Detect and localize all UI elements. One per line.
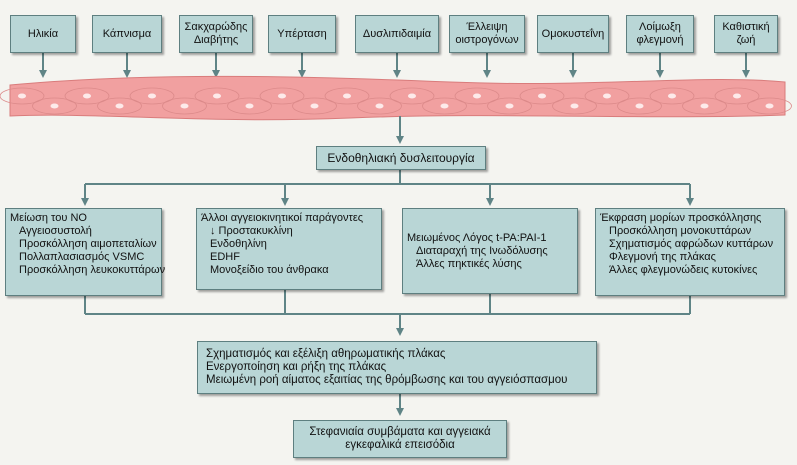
- pathway-line: Πολλαπλασιασμός VSMC: [19, 251, 145, 263]
- cell-outline: [64, 87, 110, 105]
- cell-nucleus: [603, 93, 611, 99]
- risk-factor-diabetes: Σακχαρώδης Διαβήτης: [179, 15, 253, 53]
- cell-outline: [487, 97, 532, 115]
- risk-factor-estrogen-deficiency: Έλλειψη οιστρογόνων: [449, 15, 525, 53]
- cell-nucleus: [473, 93, 481, 99]
- cell-nucleus: [83, 93, 91, 99]
- pathway-line: Προσκόλληση αιμοπεταλίων: [19, 238, 157, 250]
- pathway-line: Προσκόλληση λευκοκυττάρων: [19, 264, 166, 276]
- flow-lines: [81, 116, 694, 416]
- cell-outline: [584, 87, 630, 105]
- pathway-line: Άλλοι αγγειοκινητικοί παράγοντες: [201, 212, 364, 224]
- endothelial-cells: [0, 87, 792, 115]
- cell-nucleus: [733, 93, 741, 99]
- pathway-line: Φλεγμονή της πλάκας: [609, 251, 716, 263]
- risk-factor-dyslipidemia: Δυσλιπιδαιμία: [355, 15, 439, 53]
- cell-nucleus: [570, 103, 579, 109]
- pathway-line: Αγγειοσυστολή: [19, 225, 92, 237]
- cell-outline: [389, 87, 435, 105]
- pathway-line: Διαταραχή της Ινωδόλυσης: [416, 244, 548, 257]
- cell-nucleus: [538, 93, 546, 99]
- cell-outline: [259, 87, 305, 105]
- cell-outline: [422, 97, 467, 115]
- pathway-box-fibrinolysis: Μειωμένος Λόγος t-PA:PAI-1 Διαταραχή της…: [402, 208, 578, 294]
- pathway-line: EDHF: [210, 251, 240, 263]
- pathway-line: Σχηματισμός αφρώδων κυττάρων: [609, 238, 774, 250]
- cell-outline: [714, 87, 760, 105]
- cell-nucleus: [245, 103, 254, 109]
- cell-nucleus: [700, 103, 709, 109]
- risk-factor-age: Ηλικία: [10, 15, 76, 53]
- pathway-line: ↓ Προστακυκλίνη: [210, 225, 293, 237]
- risk-factor-sedentary-lifestyle: Καθιστική ζωή: [714, 15, 778, 53]
- risk-factor-smoking: Κάπνισμα: [92, 15, 162, 53]
- plaque-line: Μειωμένη ροή αίματος εξαιτίας της θρόμβω…: [206, 374, 568, 386]
- cell-outline: [649, 87, 695, 105]
- cell-outline: [0, 87, 45, 105]
- cell-outline: [519, 87, 565, 105]
- cell-outline: [129, 87, 175, 105]
- cell-nucleus: [310, 103, 319, 109]
- cell-outline: [292, 97, 337, 115]
- cell-nucleus: [635, 103, 644, 109]
- clinical-outcome-box: Στεφανιαία συμβάματα και αγγειακά εγκεφα…: [293, 420, 507, 458]
- plaque-progression-box: Σχηματισμός και εξέλιξη αθηρωματικής πλά…: [197, 341, 597, 394]
- cell-nucleus: [440, 103, 449, 109]
- cell-nucleus: [148, 93, 156, 99]
- cell-nucleus: [408, 93, 416, 99]
- cell-nucleus: [668, 93, 676, 99]
- pathway-line: Άλλες φλεγμονώδεις κυτοκίνες: [609, 264, 758, 276]
- cell-nucleus: [50, 103, 59, 109]
- cell-outline: [194, 87, 240, 105]
- cell-nucleus: [115, 103, 124, 109]
- cell-nucleus: [180, 103, 189, 109]
- pathway-box-no: Μείωση του NO Αγγειοσυστολή Προσκόλληση …: [5, 208, 166, 296]
- cell-nucleus: [213, 93, 221, 99]
- cell-outline: [552, 97, 597, 115]
- cell-outline: [617, 97, 662, 115]
- risk-factor-hypertension: Υπέρταση: [268, 15, 336, 53]
- cell-nucleus: [375, 103, 384, 109]
- outcome-line: Στεφανιαία συμβάματα και αγγειακά: [309, 426, 491, 438]
- cell-outline: [357, 97, 402, 115]
- pathway-box-adhesion: Έκφραση μορίων προσκόλλησης Προσκόλληση …: [595, 208, 785, 296]
- pathway-line: Μονοξείδιο του άνθρακα: [210, 264, 329, 276]
- cell-nucleus: [343, 93, 351, 99]
- endothelium-band: [0, 75, 792, 121]
- cell-nucleus: [18, 93, 26, 99]
- cell-outline: [32, 97, 77, 115]
- pathway-line: Έκφραση μορίων προσκόλλησης: [600, 212, 762, 224]
- cell-nucleus: [278, 93, 286, 99]
- pathway-line: Μειωμένος Λόγος t-PA:PAI-1: [407, 231, 547, 244]
- cell-outline: [747, 97, 792, 115]
- pathway-line: Μείωση του NO: [10, 212, 87, 224]
- cell-outline: [682, 97, 727, 115]
- plaque-line: Ενεργοποίηση και ρήξη της πλάκας: [206, 361, 387, 373]
- cell-nucleus: [505, 103, 514, 109]
- factor-arrows: [39, 53, 750, 78]
- cell-outline: [162, 97, 207, 115]
- cell-outline: [454, 87, 500, 105]
- endothelial-dysfunction-box: Ενδοθηλιακή δυσλειτουργία: [316, 146, 486, 170]
- risk-factor-homocysteine: Ομοκυστεΐνη: [537, 15, 609, 53]
- outcome-line: εγκεφαλικά επεισόδια: [345, 439, 455, 451]
- pathway-box-vasoactive: Άλλοι αγγειοκινητικοί παράγοντες ↓ Προστ…: [196, 208, 382, 290]
- cell-outline: [227, 97, 272, 115]
- cell-nucleus: [765, 103, 774, 109]
- plaque-line: Σχηματισμός και εξέλιξη αθηρωματικής πλά…: [206, 348, 446, 360]
- cell-outline: [97, 97, 142, 115]
- pathway-line: Άλλες πηκτικές λύσης: [416, 257, 522, 270]
- pathway-line: Προσκόλληση μονοκυττάρων: [609, 225, 752, 237]
- risk-factor-infection-inflammation: Λοίμωξη φλεγμονή: [626, 15, 694, 53]
- cell-outline: [324, 87, 370, 105]
- pathway-line: Ενδοθηλίνη: [210, 238, 267, 250]
